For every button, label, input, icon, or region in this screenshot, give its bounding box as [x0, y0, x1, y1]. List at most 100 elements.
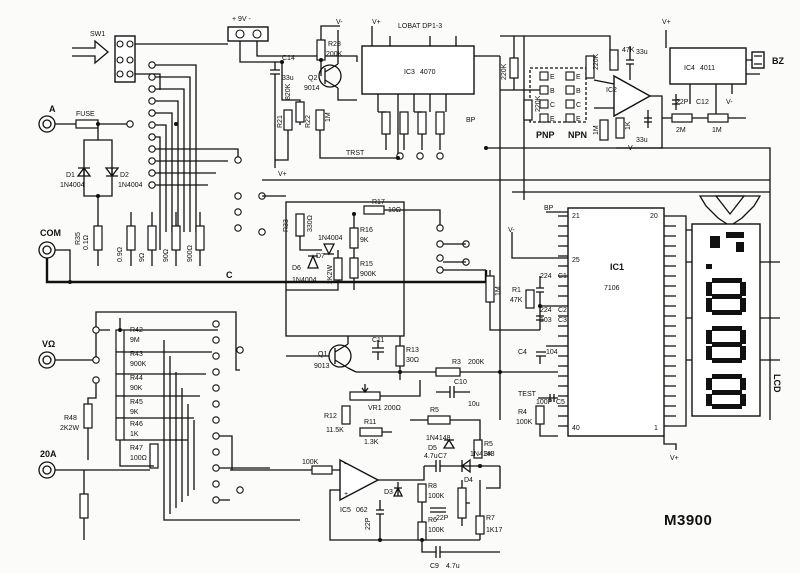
ic3-part: 4070: [420, 69, 436, 76]
transistor-q1: [328, 343, 352, 369]
resistor-r1: [525, 289, 535, 309]
c5-label: C5: [556, 399, 565, 406]
vplus2-label: V+: [372, 19, 381, 26]
ic3-resistors: [381, 111, 445, 135]
r1-label: R1: [512, 287, 521, 294]
ic1-label: IC1: [610, 262, 624, 272]
r19-val: 220K: [535, 95, 542, 112]
resistor-r4: [535, 405, 545, 425]
r43-label: R43: [130, 351, 143, 358]
terminal-vohm[interactable]: VΩ: [38, 339, 56, 369]
c-node-label: C: [226, 270, 233, 280]
resistor-r11: [359, 427, 383, 437]
lcd-digits: [706, 232, 746, 409]
resistor-r21: [283, 109, 293, 131]
resistor-r5: [473, 439, 483, 459]
terminal-vohm-label: VΩ: [42, 339, 55, 349]
vplus3-label: V+: [662, 19, 671, 26]
terminal-20a[interactable]: 20A: [38, 449, 57, 479]
r35-val: 0.1Ω: [83, 235, 90, 250]
svg-text:21: 21: [572, 213, 580, 220]
opamp-ic5: -+ IC5 062: [339, 458, 380, 514]
r13-val: 30Ω: [406, 357, 419, 364]
r34-val: 2K2W: [327, 265, 334, 284]
ic1-pins-left: [558, 215, 568, 427]
c13-val: 33u: [636, 49, 648, 56]
r1-val: 47K: [510, 297, 523, 304]
r46-val: 1K: [130, 431, 139, 438]
resistor-r6: [417, 521, 427, 541]
r20-val: 820K: [285, 83, 292, 100]
ic4-label: IC4: [684, 65, 695, 72]
d1-label: D1: [66, 172, 75, 179]
npn-label: NPN: [568, 130, 587, 140]
d4-part: 1N4148: [470, 451, 495, 458]
d1-part: 1N4004: [60, 182, 85, 189]
r25-val: 220K: [593, 53, 600, 70]
svg-text:-: -: [344, 461, 347, 468]
ic4-4011: IC4 4011: [669, 47, 747, 85]
r11-label: R11: [364, 419, 376, 426]
svg-text:C: C: [550, 102, 555, 109]
r9-label: R5: [430, 407, 439, 414]
r5-val: 3K: [484, 451, 493, 458]
r17-label: R17: [372, 199, 385, 206]
resistor-r34: [333, 257, 343, 281]
svg-text:25: 25: [572, 257, 580, 264]
diode-d6: [307, 254, 319, 269]
terminal-a-label: A: [49, 104, 56, 114]
vplus4-label: V+: [670, 455, 679, 462]
resistor-r26: [609, 49, 619, 71]
r42-label: R42: [130, 327, 143, 334]
r33-label: R33: [283, 219, 290, 232]
svg-text:+: +: [344, 491, 348, 498]
ic3-label: IC3: [404, 69, 415, 76]
lcd-display: [691, 195, 762, 417]
potentiometer-vr1[interactable]: [349, 391, 381, 401]
hfe-socket[interactable]: EB CE EB CE: [529, 67, 587, 123]
r22-val: 1M: [325, 112, 332, 122]
r38-val: 90Ω: [163, 249, 170, 262]
r48-val: 2K2W: [60, 425, 79, 432]
d7-part: 1N4004: [318, 235, 343, 242]
terminal-20a-label: 20A: [40, 449, 57, 459]
d6-part: 1N4004: [292, 277, 317, 284]
bp2-label: BP: [544, 205, 554, 212]
resistor-r13: [395, 345, 405, 367]
svg-text:1: 1: [654, 425, 658, 432]
ic1-part: 7106: [604, 285, 620, 292]
svg-text:E: E: [576, 74, 581, 81]
d7-label: D7: [316, 253, 325, 260]
r28-val: 200K: [326, 51, 343, 58]
c14-val: 33u: [282, 75, 294, 82]
ic1-pins-right: [664, 215, 676, 427]
potentiometer-vr2[interactable]: [457, 487, 467, 519]
q1-label: Q1: [318, 351, 327, 358]
r46-label: R46: [130, 421, 143, 428]
model-number: M3900: [664, 512, 713, 529]
bp-label: BP: [466, 117, 476, 124]
r28-label: R28: [328, 41, 341, 48]
r39-val: 900Ω: [187, 245, 194, 262]
ic5-label: IC5: [340, 507, 351, 514]
vminus3-label: V-: [726, 99, 733, 106]
switch-sw1: SW1: [72, 31, 136, 83]
resistor-r18: [509, 57, 519, 79]
c3-label: C3: [558, 317, 567, 324]
r15-val: 900K: [360, 271, 377, 278]
c4-val: 104: [546, 349, 558, 356]
r42-val: 9M: [130, 337, 140, 344]
c5-val: 100P: [536, 399, 553, 406]
terminal-com[interactable]: COM: [38, 228, 61, 259]
transistor-q2: [318, 63, 342, 89]
terminal-a[interactable]: A: [38, 104, 56, 133]
r7-val: 1K17: [486, 527, 502, 534]
r4-label: R4: [518, 409, 527, 416]
test-label: TEST: [518, 391, 537, 398]
q1-part: 9013: [314, 363, 330, 370]
resistor-r7: [475, 515, 485, 535]
r44-label: R44: [130, 375, 143, 382]
c10-label: C10: [454, 379, 467, 386]
resistor-r28: [316, 39, 326, 61]
